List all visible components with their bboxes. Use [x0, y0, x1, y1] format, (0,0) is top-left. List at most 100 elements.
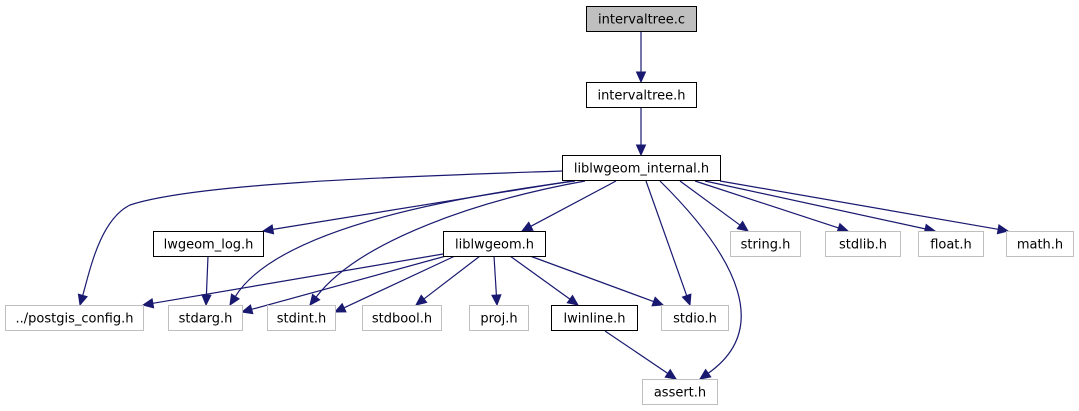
edge-line [234, 180, 576, 297]
arrowhead-icon [736, 220, 749, 232]
edge-line [694, 180, 839, 229]
node-label: ../postgis_config.h [15, 312, 133, 327]
node-box [153, 231, 264, 257]
node-box [562, 155, 721, 181]
edge-line [82, 170, 563, 296]
node-label: stdarg.h [179, 312, 233, 327]
node-stdio-h: stdio.h [661, 305, 729, 331]
edge-liblwgeom-h-to-proj-h [491, 255, 502, 307]
arrowhead-icon [635, 144, 647, 157]
arrowhead-icon [635, 71, 647, 84]
node-box [918, 231, 984, 257]
node-label: lwgeom_log.h [164, 238, 254, 253]
edge-liblwgeom-internal-h-to-string-h [679, 180, 749, 232]
arrowhead-icon [491, 294, 502, 307]
node-box [267, 305, 336, 331]
arrowhead-icon [309, 293, 321, 306]
edge-liblwgeom-h-to-stdarg-h [240, 255, 447, 315]
node-label: float.h [930, 238, 972, 253]
node-label: stdbool.h [372, 312, 432, 327]
edge-line [423, 255, 481, 300]
node-box [825, 231, 901, 257]
node-box [586, 6, 697, 32]
node-box [661, 305, 729, 331]
edge-liblwgeom-internal-h-to-math-h [719, 180, 1010, 235]
edge-liblwgeom-h-to-lwinline-h [509, 255, 579, 306]
node-box [586, 82, 697, 108]
edge-liblwgeom-h-to-stdbool-h [415, 255, 481, 306]
node-label: math.h [1017, 238, 1063, 253]
arrowhead-icon [664, 368, 678, 380]
edge-liblwgeom-internal-h-to-postgis-config-h [77, 170, 563, 307]
edge-line [251, 255, 447, 310]
arrowhead-icon [836, 222, 850, 233]
node-stdint-h: stdint.h [267, 305, 336, 331]
edge-liblwgeom-h-to-postgis-config-h [141, 253, 444, 309]
arrowhead-icon [201, 294, 212, 307]
edge-liblwgeom-internal-h-to-liblwgeom-h [520, 180, 617, 232]
node-box [5, 305, 144, 331]
edge-liblwgeom-internal-h-to-stdio-h [645, 180, 692, 307]
node-proj-h: proj.h [469, 305, 529, 331]
edge-liblwgeom-h-to-stdio-h [529, 255, 665, 307]
edge-line [659, 180, 742, 374]
nodes-layer: intervaltree.c intervaltree.h liblwgeom_in… [5, 6, 1074, 405]
edge-line [604, 330, 669, 374]
arrowhead-icon [566, 294, 579, 306]
node-stdbool-h: stdbool.h [362, 305, 442, 331]
edge-line [679, 180, 741, 226]
edge-line [315, 180, 586, 298]
arrowhead-icon [229, 293, 241, 307]
arrowhead-icon [681, 293, 692, 307]
node-label: intervaltree.h [597, 89, 685, 104]
edge-intervaltree-h-to-liblwgeom-internal-h [635, 107, 647, 157]
arrowhead-icon [141, 298, 155, 309]
node-label: liblwgeom_internal.h [574, 162, 709, 177]
arrowhead-icon [240, 304, 254, 315]
node-label: lwinline.h [564, 312, 626, 327]
edge-line [529, 255, 654, 303]
arrowhead-icon [996, 224, 1010, 235]
node-label: stdio.h [673, 312, 717, 327]
arrowhead-icon [520, 221, 534, 232]
node-lwinline-h[interactable]: lwinline.h [551, 305, 638, 331]
edge-line [343, 255, 456, 309]
node-label: stdlib.h [839, 238, 887, 253]
edge-line [152, 253, 444, 304]
edge-line [719, 180, 999, 230]
node-liblwgeom-internal-h[interactable]: liblwgeom_internal.h [562, 155, 721, 181]
arrowhead-icon [699, 368, 712, 380]
edge-liblwgeom-internal-h-to-stdarg-h [229, 180, 576, 307]
node-intervaltree-h[interactable]: intervaltree.h [586, 82, 697, 108]
edge-liblwgeom-internal-h-to-stdint-h [309, 180, 586, 306]
node-box [469, 305, 529, 331]
arrowhead-icon [261, 224, 275, 235]
node-label: liblwgeom.h [455, 238, 534, 253]
node-intervaltree-c[interactable]: intervaltree.c [586, 6, 697, 32]
node-label: stdint.h [277, 312, 326, 327]
edge-line [704, 180, 926, 230]
node-stdarg-h: stdarg.h [168, 305, 243, 331]
node-box [730, 231, 801, 257]
node-label: assert.h [654, 386, 706, 401]
edge-lwgeom-log-h-to-stdarg-h [201, 255, 212, 307]
arrowhead-icon [333, 302, 347, 313]
node-box [1006, 231, 1074, 257]
arrowhead-icon [415, 294, 428, 306]
node-box [362, 305, 442, 331]
node-math-h: math.h [1006, 231, 1074, 257]
edge-line [493, 255, 497, 296]
node-label: proj.h [480, 312, 517, 327]
node-lwgeom-log-h[interactable]: lwgeom_log.h [153, 231, 264, 257]
node-float-h: float.h [918, 231, 984, 257]
edges-layer [77, 31, 1010, 380]
node-box [642, 379, 718, 405]
edge-line [509, 255, 571, 300]
node-label: intervaltree.c [598, 13, 685, 28]
node-liblwgeom-h[interactable]: liblwgeom.h [443, 231, 546, 257]
edge-line [530, 180, 617, 227]
arrowhead-icon [77, 293, 88, 307]
edge-intervaltree-c-to-intervaltree-h [635, 31, 647, 84]
edge-line [645, 180, 688, 296]
